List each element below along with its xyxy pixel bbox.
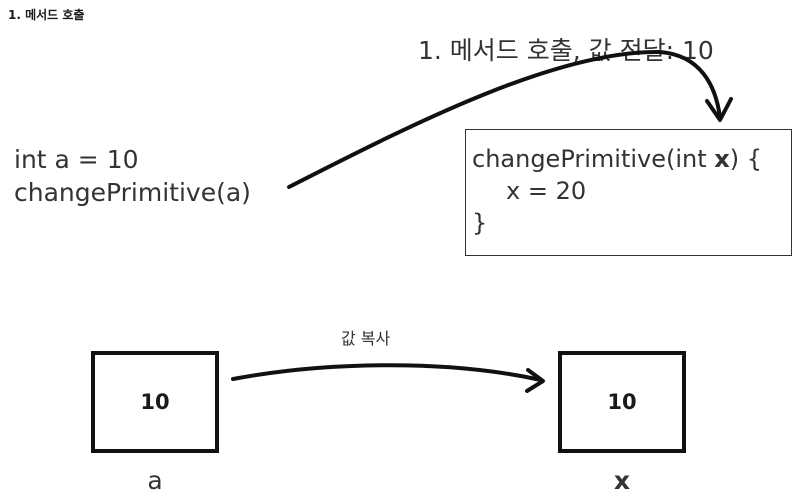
method-code-box: changePrimitive(int x) { x = 20 } — [465, 129, 792, 256]
signature-suffix: ) { — [729, 145, 763, 173]
method-close-brace: } — [472, 209, 488, 237]
variable-value-a: 10 — [140, 390, 170, 414]
signature-prefix: changePrimitive(int — [472, 145, 715, 173]
caller-line-declaration: int a = 10 — [14, 145, 139, 174]
method-body-line: x = 20 — [506, 177, 587, 205]
copy-arrow-head — [525, 368, 545, 393]
variable-name-x: x — [613, 466, 631, 495]
copy-arrow-label: 값 복사 — [341, 329, 391, 348]
caller-code: int a = 10 changePrimitive(a) — [14, 143, 251, 209]
method-signature: changePrimitive(int x) { — [472, 143, 791, 175]
variable-value-x: 10 — [607, 390, 637, 414]
variable-box-a: 10 — [91, 351, 219, 453]
variable-name-a: a — [147, 466, 163, 495]
variable-box-x: 10 — [558, 351, 686, 453]
caller-line-call: changePrimitive(a) — [14, 178, 251, 207]
page-heading: 1. 메서드 호출 — [8, 8, 85, 22]
param-name: x — [714, 145, 730, 173]
copy-arrow — [231, 363, 543, 382]
call-arrow-head — [705, 97, 733, 122]
call-arrow — [287, 49, 722, 189]
